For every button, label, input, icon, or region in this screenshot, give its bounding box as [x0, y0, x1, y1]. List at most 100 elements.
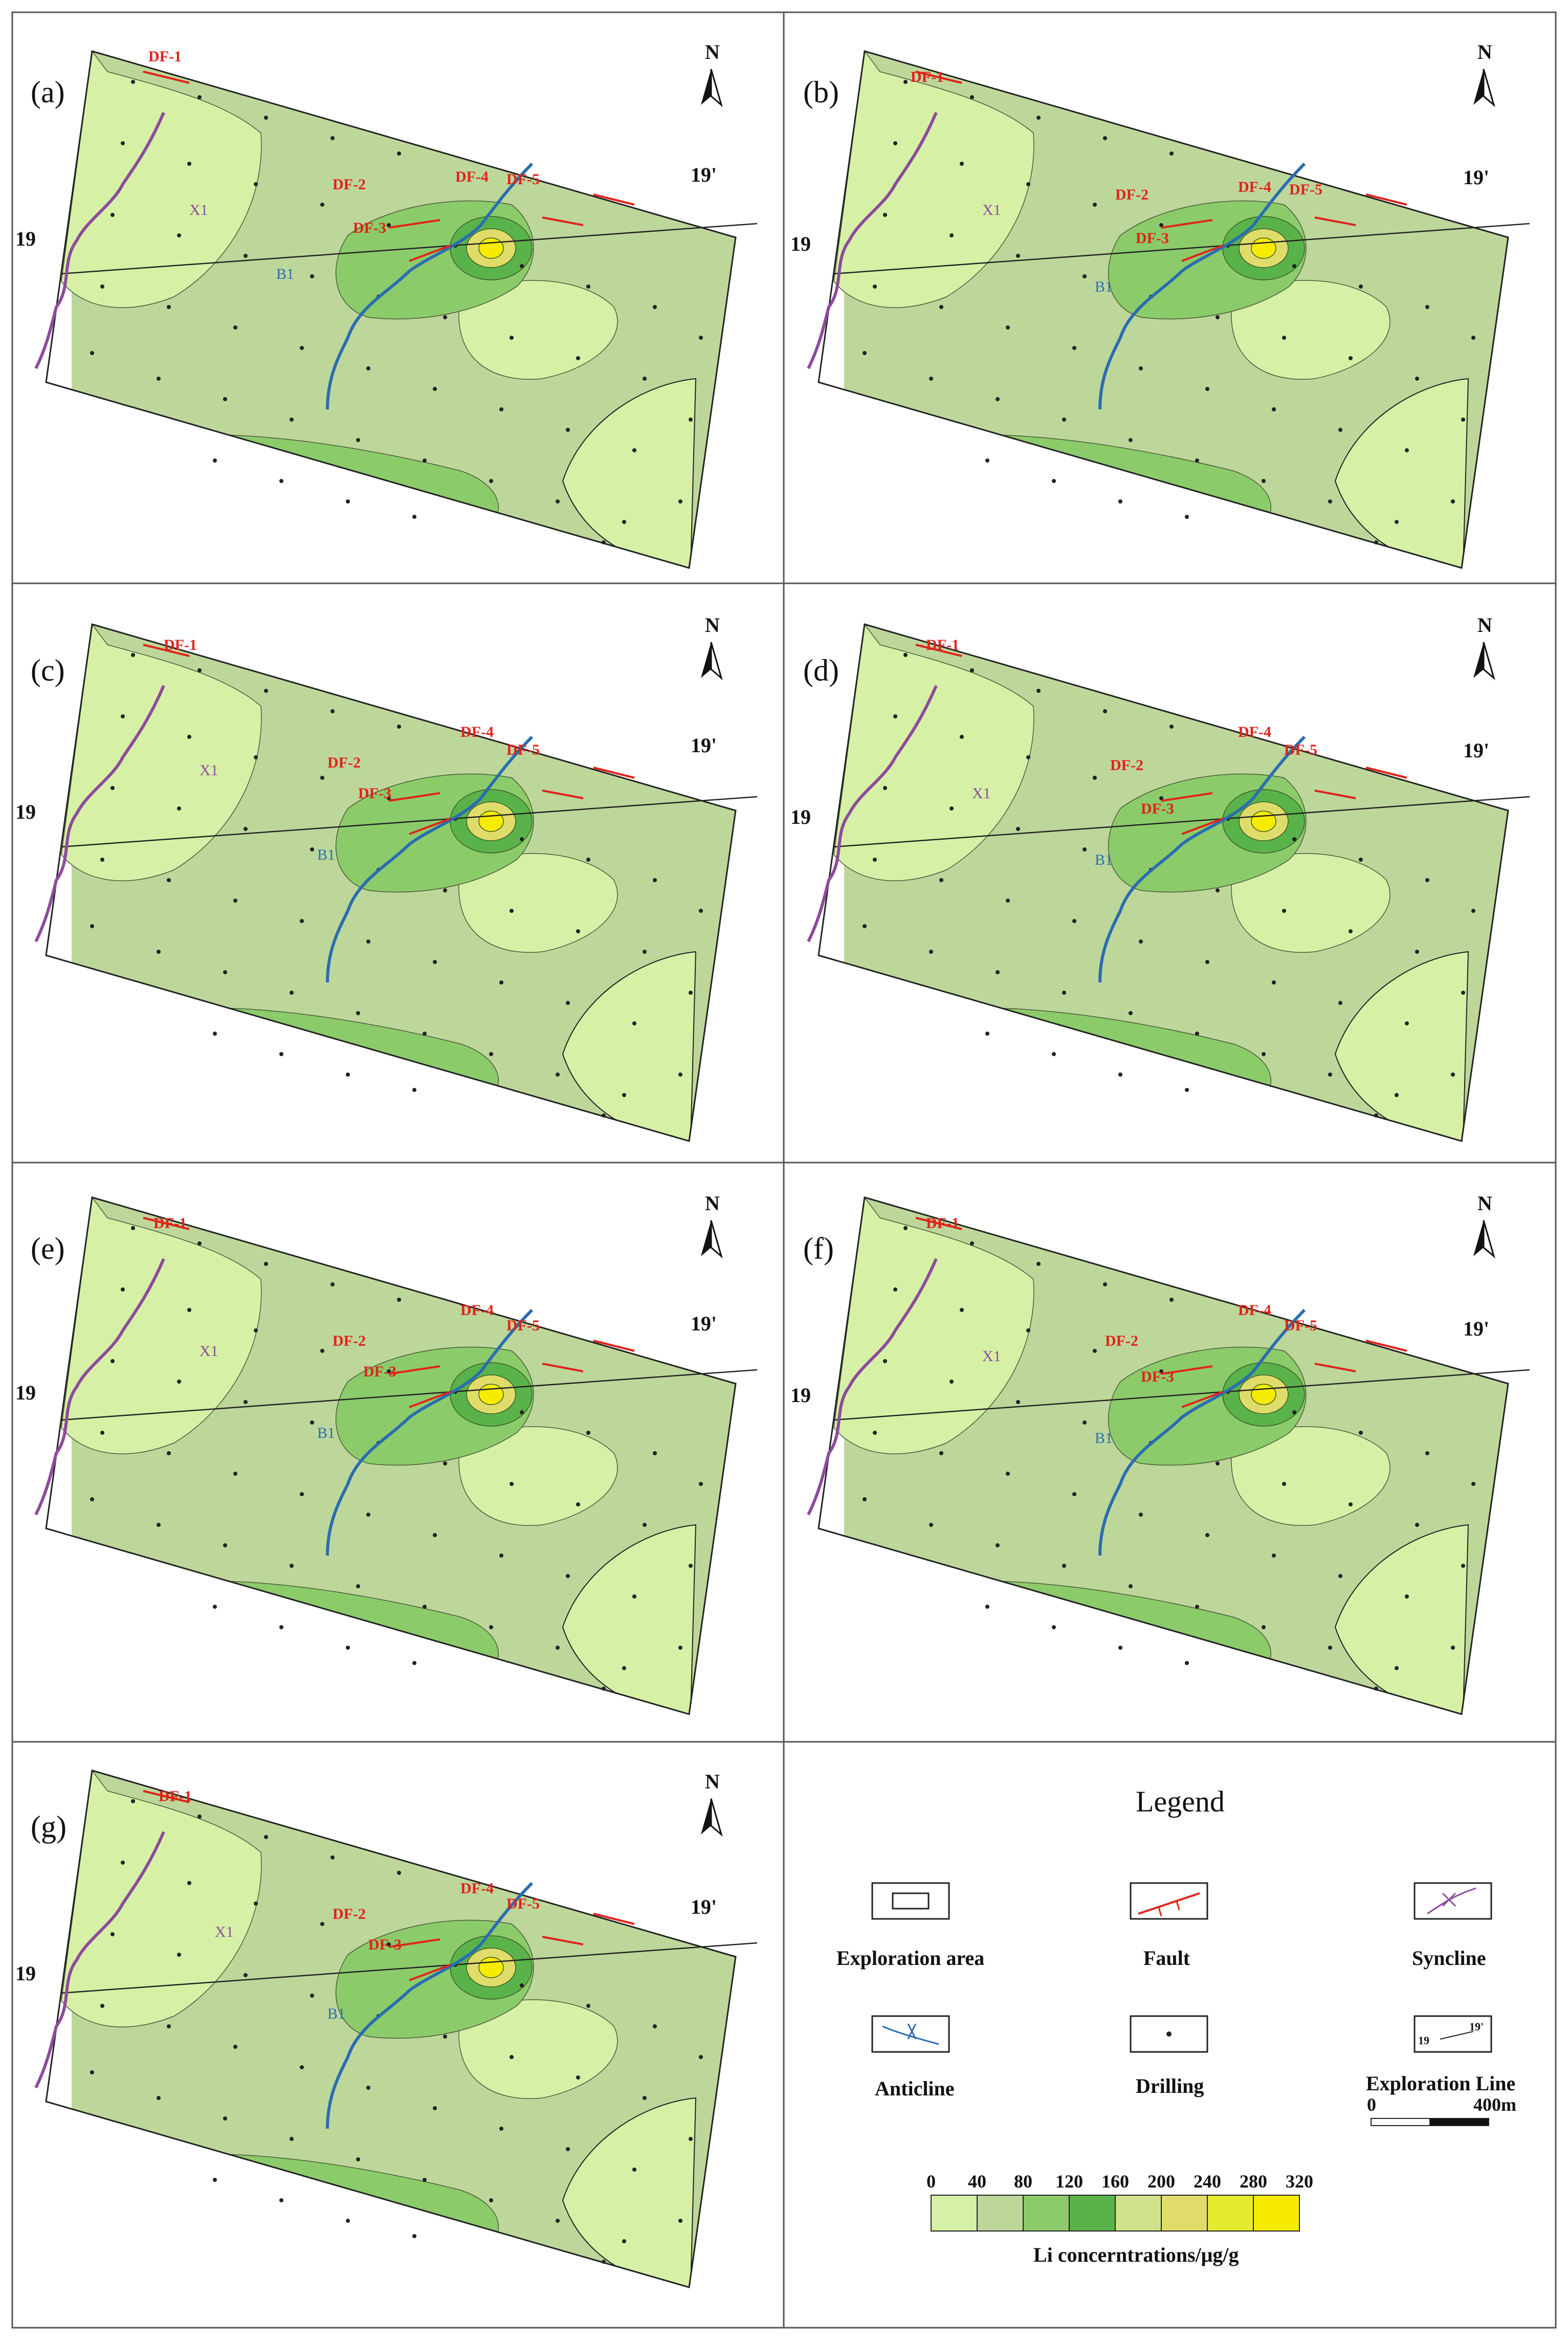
svg-text:DF-5: DF-5 [1284, 1317, 1317, 1334]
exploration-area-icon [871, 1882, 950, 1920]
svg-text:DF-1: DF-1 [926, 637, 959, 653]
legend-exploration-area: Exploration area [836, 1947, 984, 1970]
svg-text:B1: B1 [317, 1425, 335, 1441]
svg-text:DF-1: DF-1 [926, 1215, 959, 1232]
syncline-icon [1414, 1882, 1492, 1920]
svg-text:X1: X1 [972, 785, 991, 802]
color-scale-tick: 40 [968, 2171, 986, 2192]
svg-text:B1: B1 [276, 266, 294, 282]
svg-text:19': 19' [691, 734, 717, 757]
svg-text:DF-2: DF-2 [333, 1906, 366, 1922]
svg-text:DF-2: DF-2 [327, 754, 361, 771]
svg-text:19: 19 [790, 232, 811, 255]
anticline-icon [871, 2015, 950, 2053]
north-arrow-icon: N [701, 1770, 723, 1837]
color-swatch [1253, 2195, 1300, 2232]
svg-text:DF-2: DF-2 [333, 1332, 366, 1349]
map-labels-f: DF-1 DF-2 DF-3 DF-4 DF-5 X1 B1 19 19' [790, 1215, 1489, 1447]
color-scale-tick: 320 [1286, 2171, 1313, 2192]
svg-text:N: N [705, 614, 720, 637]
svg-text:DF-5: DF-5 [506, 171, 540, 188]
color-scale-tick: 80 [1014, 2171, 1032, 2192]
svg-text:19': 19' [691, 163, 717, 186]
panel-label-c: (c) [31, 653, 65, 687]
svg-text:DF-5: DF-5 [506, 741, 540, 758]
map-panel-c [36, 604, 757, 1162]
svg-text:DF-1: DF-1 [159, 1788, 192, 1805]
svg-text:DF-4: DF-4 [460, 724, 494, 740]
panel-label-b: (b) [803, 75, 839, 109]
svg-text:B1: B1 [1095, 278, 1113, 295]
svg-text:X1: X1 [215, 1923, 234, 1940]
svg-text:N: N [1477, 40, 1492, 63]
svg-text:N: N [705, 1192, 720, 1215]
svg-text:DF-2: DF-2 [333, 176, 366, 193]
svg-text:DF-2: DF-2 [1115, 186, 1149, 203]
panel-grid [11, 11, 1557, 2329]
map-labels-c: DF-1 DF-2 DF-3 DF-4 DF-5 X1 B1 19 19' [15, 637, 717, 863]
scale-bar: 0 400m [1367, 2094, 1516, 2126]
svg-text:DF-1: DF-1 [164, 637, 197, 653]
color-swatch [1161, 2195, 1208, 2232]
svg-text:DF-1: DF-1 [911, 69, 944, 85]
svg-text:DF-5: DF-5 [506, 1895, 540, 1912]
svg-text:19: 19 [15, 1962, 36, 1985]
svg-text:DF-4: DF-4 [1238, 179, 1271, 195]
legend-exploration-line: Exploration Line [1366, 2072, 1515, 2095]
svg-text:DF-3: DF-3 [1136, 230, 1169, 247]
legend-syncline: Syncline [1412, 1947, 1486, 1970]
map-labels-d: DF-1 DF-2 DF-3 DF-4 DF-5 X1 B1 19 19' [790, 637, 1489, 868]
svg-text:19: 19 [15, 1381, 36, 1404]
svg-text:B1: B1 [327, 2005, 345, 2022]
svg-text:N: N [1477, 1192, 1492, 1215]
svg-text:DF-5: DF-5 [506, 1317, 540, 1334]
north-arrow-icon: N [1473, 614, 1495, 681]
svg-text:400m: 400m [1473, 2094, 1516, 2115]
north-arrow-icon: N [701, 1192, 723, 1259]
map-panel-g [36, 1750, 757, 2308]
svg-text:DF-3: DF-3 [368, 1936, 402, 1953]
color-scale-tick: 200 [1147, 2171, 1175, 2192]
color-scale-tick: 240 [1194, 2171, 1221, 2192]
color-swatch [1069, 2195, 1116, 2232]
svg-text:DF-5: DF-5 [1289, 181, 1322, 198]
panel-label-f: (f) [803, 1232, 834, 1265]
map-panel-d [808, 604, 1530, 1162]
svg-text:N: N [1477, 614, 1492, 637]
svg-text:DF-4: DF-4 [460, 1880, 494, 1897]
svg-text:0: 0 [1367, 2094, 1376, 2115]
svg-text:19: 19 [790, 805, 811, 828]
map-labels-b: DF-1 DF-2 DF-3 DF-4 DF-5 X1 B1 19 19' [790, 69, 1489, 295]
svg-text:DF-3: DF-3 [358, 785, 391, 802]
legend-drilling: Drilling [1136, 2074, 1204, 2097]
svg-text:B1: B1 [1095, 851, 1113, 868]
svg-text:B1: B1 [317, 846, 335, 863]
color-scale-tick: 160 [1101, 2171, 1129, 2192]
exploration-line-icon: 19 19' [1414, 2015, 1492, 2053]
svg-text:N: N [705, 40, 720, 63]
svg-text:19: 19 [790, 1384, 811, 1407]
color-scale-tick: 0 [926, 2171, 936, 2192]
color-scale-tick: 120 [1055, 2171, 1083, 2192]
svg-text:DF-3: DF-3 [1141, 800, 1174, 817]
color-swatch [931, 2195, 978, 2232]
panel-label-e: (e) [31, 1232, 65, 1265]
legend-anticline: Anticline [875, 2077, 955, 2100]
svg-text:19': 19' [1463, 166, 1489, 189]
svg-text:DF-1: DF-1 [148, 48, 182, 65]
svg-text:X1: X1 [189, 202, 208, 218]
svg-text:DF-1: DF-1 [153, 1215, 187, 1232]
svg-text:DF-3: DF-3 [363, 1363, 396, 1380]
svg-text:DF-3: DF-3 [1141, 1368, 1174, 1385]
map-labels-g: DF-1 DF-2 DF-3 DF-4 DF-5 X1 B1 19 19' [15, 1788, 717, 2022]
svg-text:19: 19 [1418, 2034, 1429, 2047]
color-scale-label: Li concerntrations/μg/g [1033, 2243, 1239, 2266]
fault-icon [1130, 1882, 1208, 1920]
svg-text:N: N [705, 1770, 720, 1793]
north-arrow-icon: N [701, 40, 723, 107]
color-swatch [1115, 2195, 1162, 2232]
svg-text:DF-4: DF-4 [460, 1302, 494, 1319]
svg-text:19': 19' [1463, 739, 1489, 762]
